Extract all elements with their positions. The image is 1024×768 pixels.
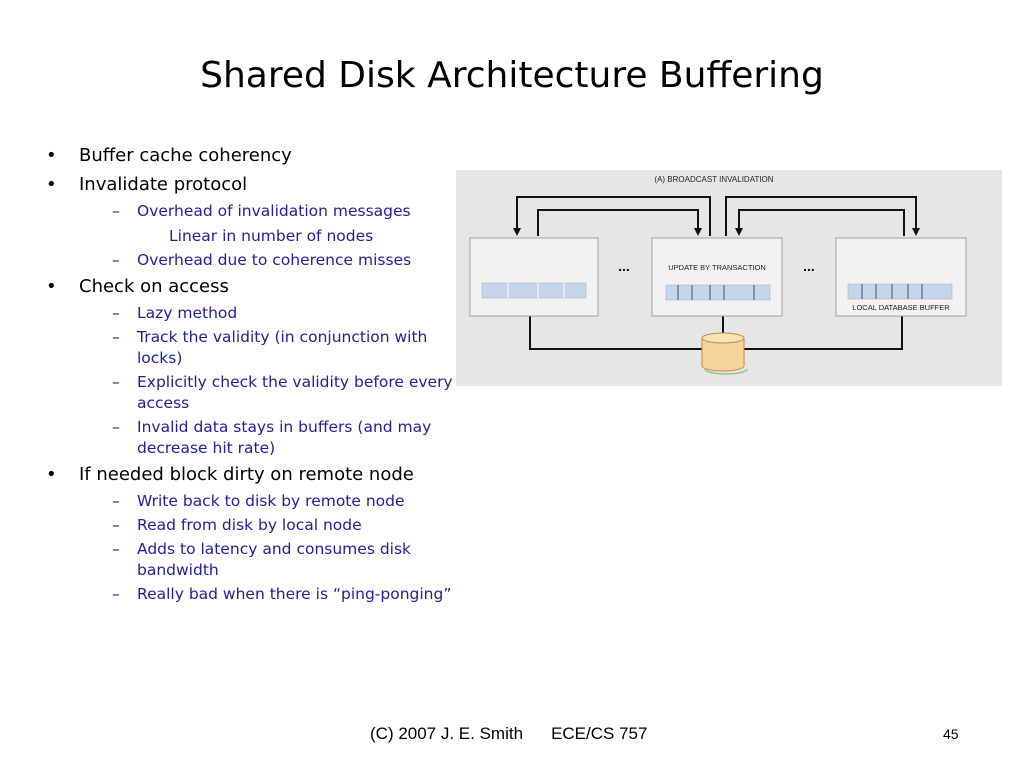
- bullet-dot-icon: •: [46, 464, 57, 485]
- sub-bullet-item: –Lazy method: [46, 303, 476, 324]
- arrow-from-left-node: [537, 209, 702, 236]
- bullet-item: • If needed block dirty on remote node: [46, 461, 476, 488]
- dash-icon: –: [112, 492, 120, 510]
- buffer-cache: [847, 283, 953, 300]
- bullet-item: • Buffer cache coherency: [46, 142, 476, 169]
- local-database-buffer-label: LOCAL DATABASE BUFFER: [852, 303, 950, 312]
- node-right: LOCAL DATABASE BUFFER: [835, 237, 967, 317]
- sub-bullet-text: Read from disk by local node: [137, 516, 362, 534]
- sub-bullet-item: –Invalid data stays in buffers (and may …: [46, 417, 476, 459]
- slide-title: Shared Disk Architecture Buffering: [200, 55, 824, 96]
- dash-icon: –: [112, 418, 120, 436]
- sub-bullet-text: Adds to latency and consumes disk bandwi…: [137, 540, 412, 579]
- node-left: [469, 237, 599, 317]
- dash-icon: –: [112, 202, 120, 220]
- arrow-from-right-node: [735, 209, 905, 236]
- sub-bullet-text: Overhead due to coherence misses: [137, 251, 412, 269]
- bullet-item: • Invalidate protocol: [46, 171, 476, 198]
- dash-icon: –: [112, 328, 120, 346]
- ellipsis-left: ...: [618, 258, 630, 274]
- sub-bullet-item: –Overhead of invalidation messages: [46, 201, 476, 222]
- ellipsis-right: ...: [803, 258, 815, 274]
- footer-course: ECE/CS 757: [551, 724, 648, 743]
- footer-copyright: (C) 2007 J. E. Smith: [370, 724, 524, 743]
- sub-bullet-item: –Overhead due to coherence misses: [46, 250, 476, 271]
- sub-bullet-item: –Track the validity (in conjunction with…: [46, 327, 476, 369]
- sub-bullet-text: Explicitly check the validity before eve…: [137, 373, 453, 412]
- bullet-text: Invalidate protocol: [79, 174, 248, 195]
- update-by-transaction-label: UPDATE BY TRANSACTION: [668, 263, 766, 272]
- node-box: [835, 237, 967, 317]
- bullet-text: Buffer cache coherency: [79, 145, 292, 166]
- node-box: [651, 237, 783, 317]
- sub-bullet-text: Really bad when there is “ping-ponging”: [137, 585, 452, 603]
- buffer-cache: [481, 282, 587, 299]
- sub-bullet-item: –Write back to disk by remote node: [46, 491, 476, 512]
- shared-disk-icon: [701, 332, 748, 375]
- node-center: UPDATE BY TRANSACTION: [651, 237, 783, 317]
- sub-bullet-text: Invalid data stays in buffers (and may d…: [137, 418, 432, 457]
- bullet-text: If needed block dirty on remote node: [79, 464, 414, 485]
- invalidation-arrows: [513, 196, 920, 236]
- dash-icon: –: [112, 540, 120, 558]
- dash-icon: –: [112, 585, 120, 603]
- bullet-dot-icon: •: [46, 276, 57, 297]
- dash-icon: –: [112, 516, 120, 534]
- page-number: 45: [943, 726, 959, 742]
- dash-icon: –: [112, 251, 120, 269]
- sub-bullet-item: –Explicitly check the validity before ev…: [46, 372, 476, 414]
- sub-bullet-text: Overhead of invalidation messages: [137, 202, 411, 220]
- bullet-dot-icon: •: [46, 145, 57, 166]
- broadcast-invalidation-diagram: (A) BROADCAST INVALIDATION UPDATE BY TRA…: [456, 170, 1002, 386]
- sub-bullet-text: Lazy method: [137, 304, 238, 322]
- sub-sub-item: Linear in number of nodes: [169, 227, 374, 245]
- sub-bullet-item: –Read from disk by local node: [46, 515, 476, 536]
- sub-bullet-item: –Adds to latency and consumes disk bandw…: [46, 539, 476, 581]
- sub-bullet-item: –Really bad when there is “ping-ponging”: [46, 584, 476, 605]
- arrow-to-right-node: [725, 196, 920, 236]
- arrow-to-left-node: [513, 196, 711, 236]
- footer: (C) 2007 J. E. Smith ECE/CS 757: [370, 724, 647, 744]
- bullet-item: • Check on access: [46, 273, 476, 300]
- dash-icon: –: [112, 373, 120, 391]
- bullet-text: Check on access: [79, 276, 229, 297]
- sub-bullet-text: Write back to disk by remote node: [137, 492, 405, 510]
- node-box: [469, 237, 599, 317]
- sub-bullet-text: Track the validity (in conjunction with …: [137, 328, 428, 367]
- diagram-heading: (A) BROADCAST INVALIDATION: [654, 175, 773, 184]
- bullet-dot-icon: •: [46, 174, 57, 195]
- bullet-list: • Buffer cache coherency • Invalidate prot…: [46, 140, 476, 605]
- dash-icon: –: [112, 304, 120, 322]
